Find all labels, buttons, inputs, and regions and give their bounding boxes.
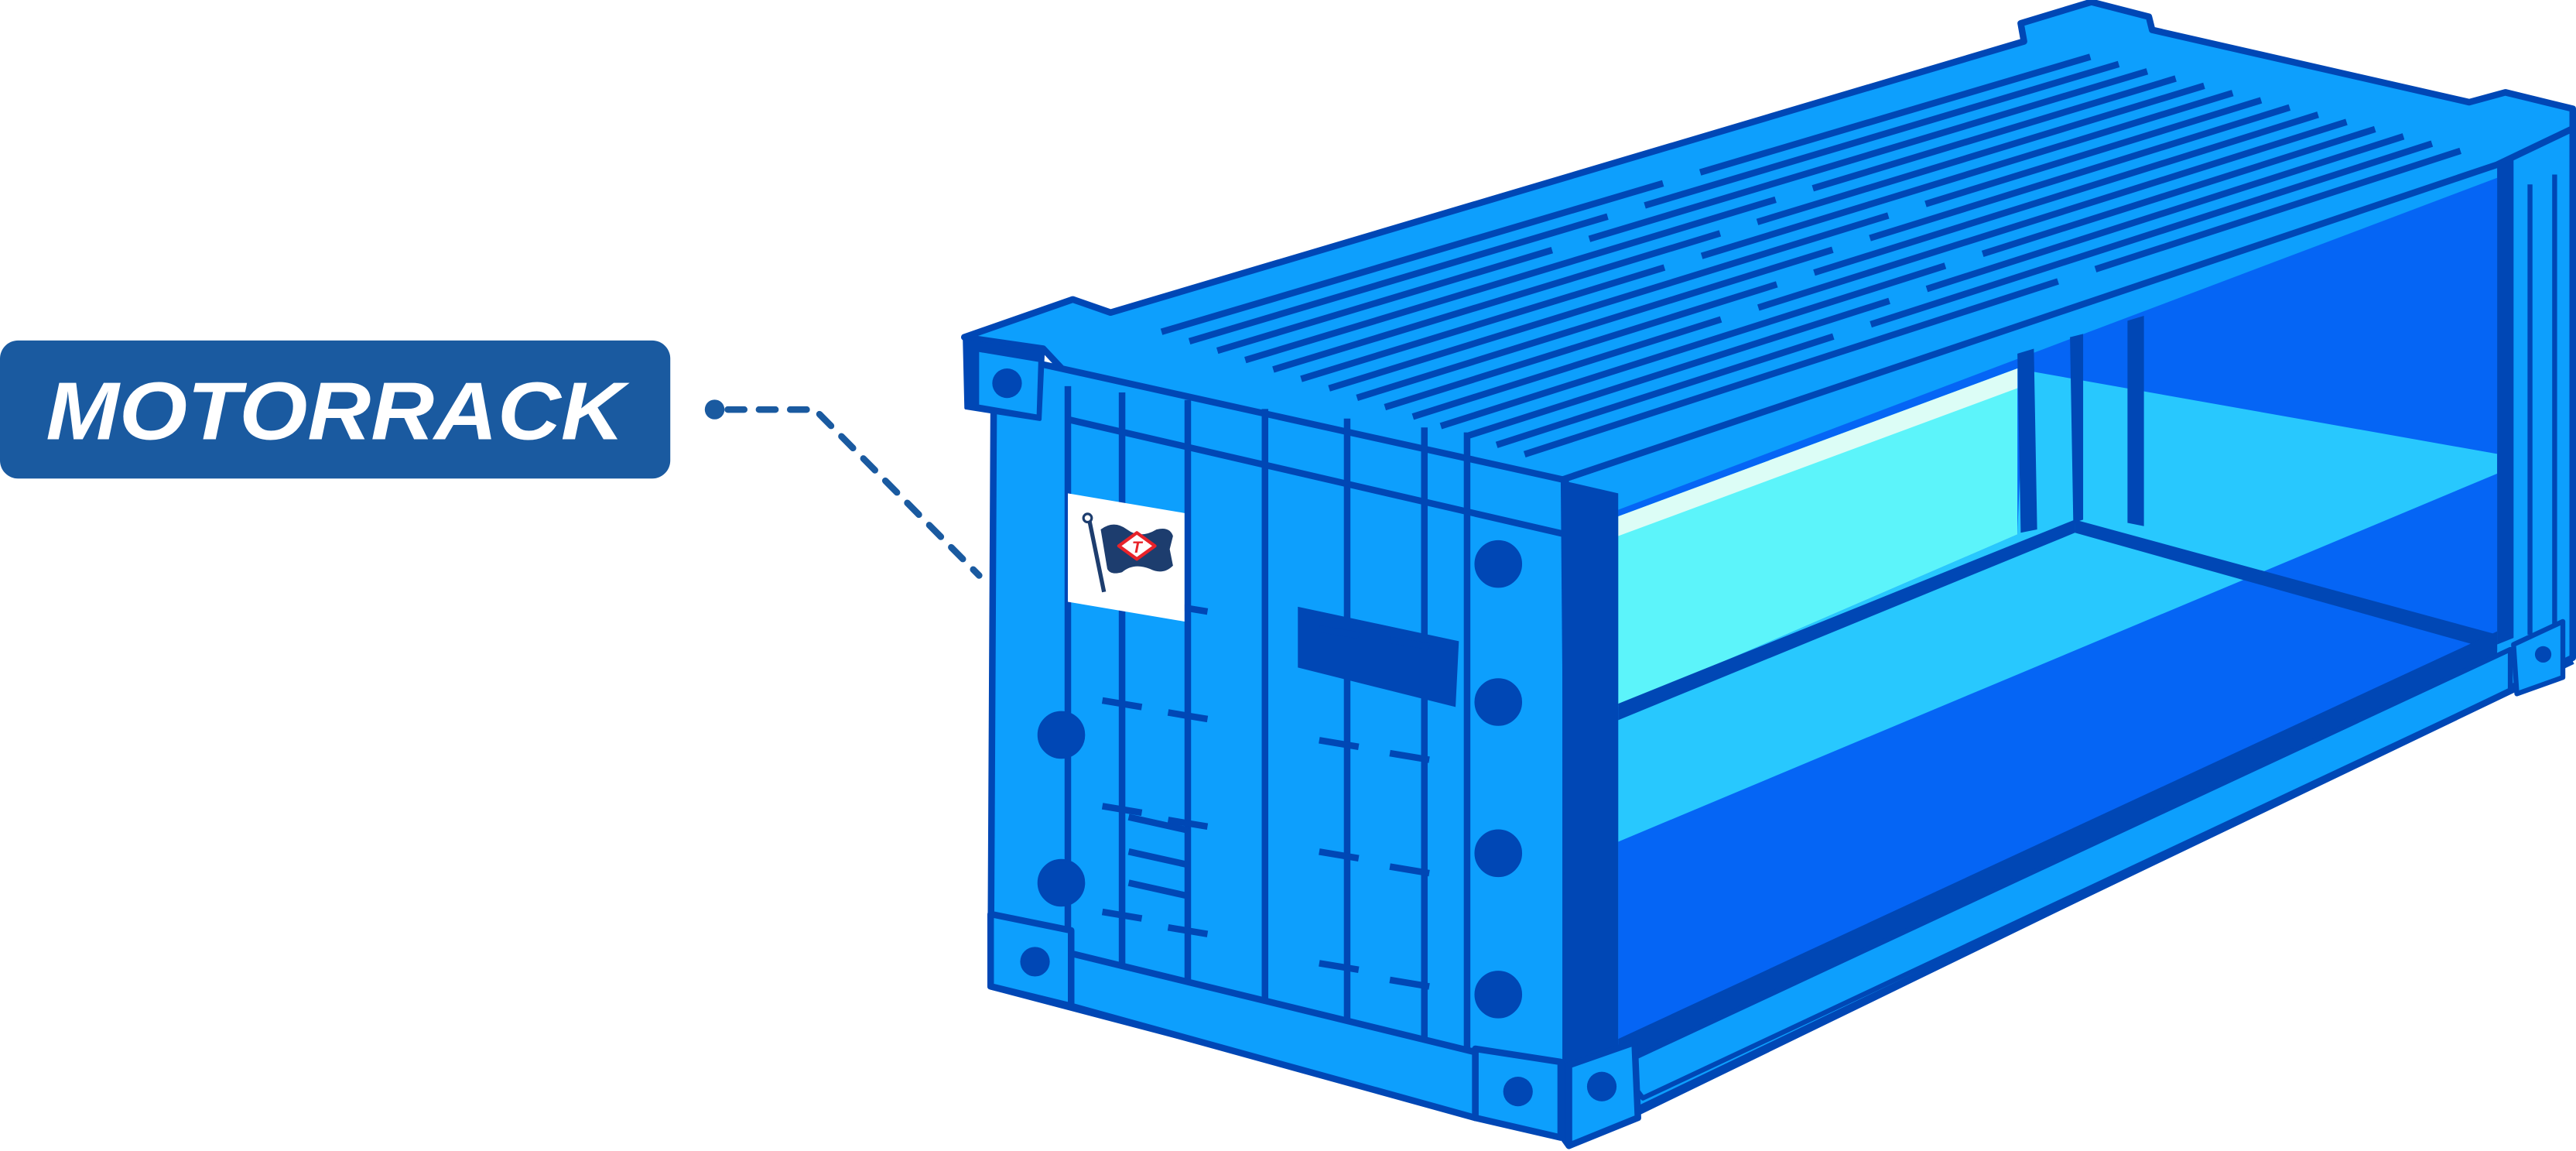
casting-hole [1020, 947, 1050, 977]
roof-stripe [1467, 297, 1890, 439]
roof-stripe [1439, 262, 1947, 430]
lock-bracket [1167, 923, 1209, 937]
hinge-icon [1474, 540, 1523, 588]
lock-bracket [1319, 960, 1360, 974]
hinge-icon [1474, 678, 1523, 726]
roof-stripe [1384, 281, 1778, 411]
door-handle [1127, 814, 1189, 834]
roof-stripe [1272, 230, 1722, 373]
lock-bracket [1319, 625, 1360, 639]
lock-bracket [1167, 817, 1209, 831]
roof-stripe [1870, 140, 2434, 328]
roof-stripe [2094, 147, 2461, 272]
flag-diamond [1117, 531, 1157, 561]
roof-stripe [1160, 180, 1664, 335]
company-logo-sticker: T [1068, 493, 1185, 622]
casting-hole [1586, 1071, 1617, 1101]
casting-hole [992, 368, 1022, 399]
corner-post [1560, 480, 1619, 1069]
shipping-container: T [961, 0, 2576, 1149]
roof-stripe [1188, 213, 1609, 344]
hinge-icon [1037, 711, 1086, 759]
label-connector [704, 399, 983, 579]
roof-stripe [1523, 278, 2059, 457]
logo-letter: T [1132, 539, 1144, 557]
connector-dashed-line [724, 406, 983, 579]
roof-stripe [1756, 82, 2205, 225]
lock-bracket [1389, 976, 1430, 990]
roof-stripe [1700, 90, 2234, 259]
lock-bracket [1389, 749, 1430, 763]
label-text: MOTORRACK [46, 365, 630, 457]
flag-pole-top [1082, 512, 1093, 524]
bottom-rail [1068, 950, 1479, 1122]
hinge-icon [1474, 971, 1523, 1019]
interior-frame [1618, 158, 2514, 1066]
lock-bracket [1167, 709, 1209, 723]
connector-dot [704, 399, 725, 420]
roof-stripe [1757, 118, 2348, 311]
roof-stripe [1300, 264, 1666, 382]
casting-hole [1503, 1077, 1533, 1107]
right-end-posts [2527, 174, 2557, 635]
roof-stripe [1216, 247, 1554, 355]
door-hinges [1037, 540, 1523, 1019]
lock-bracket [1389, 636, 1430, 650]
hinge-icon [1474, 829, 1523, 878]
door-handle [1127, 848, 1189, 868]
interior-wall-highlight [1618, 368, 2018, 536]
roof-stripe [1644, 60, 2120, 209]
roof-stripe [1588, 68, 2149, 242]
lock-bracket [1319, 737, 1360, 751]
interior-floor-cyan [1618, 370, 2498, 842]
roof-stripes [1160, 53, 2461, 457]
lock-bracket [1101, 908, 1143, 922]
label-background [0, 340, 671, 479]
door-top-rail [1067, 416, 1567, 538]
lock-bracket [1389, 863, 1430, 877]
roof-stripe [1699, 53, 2092, 176]
flag-pole [1087, 519, 1107, 593]
hinge-icon [1037, 858, 1086, 907]
motorrack-label: MOTORRACK [0, 340, 671, 479]
side-bottom-edge [1567, 658, 2574, 1146]
roof-stripe [1981, 125, 2376, 258]
roof-stripe [1924, 97, 2263, 207]
roof-stripe [1244, 196, 1777, 364]
interior-wall-light [1618, 368, 2018, 707]
roof-stripe [1925, 133, 2405, 293]
roof-stripe [1813, 111, 2319, 276]
roof-stripe [1869, 104, 2291, 242]
roof-stripe [1328, 212, 1890, 392]
casting-hole [2534, 646, 2552, 663]
roof-stripe [1811, 75, 2177, 192]
lock-bracket [1101, 697, 1143, 711]
door-handle [1127, 879, 1189, 899]
roof-stripe [1411, 316, 1722, 420]
roof-stripe [1495, 333, 1835, 448]
roof-stripe [1356, 246, 1834, 401]
lock-bracket [1101, 803, 1143, 817]
lock-bracket [1319, 848, 1360, 862]
